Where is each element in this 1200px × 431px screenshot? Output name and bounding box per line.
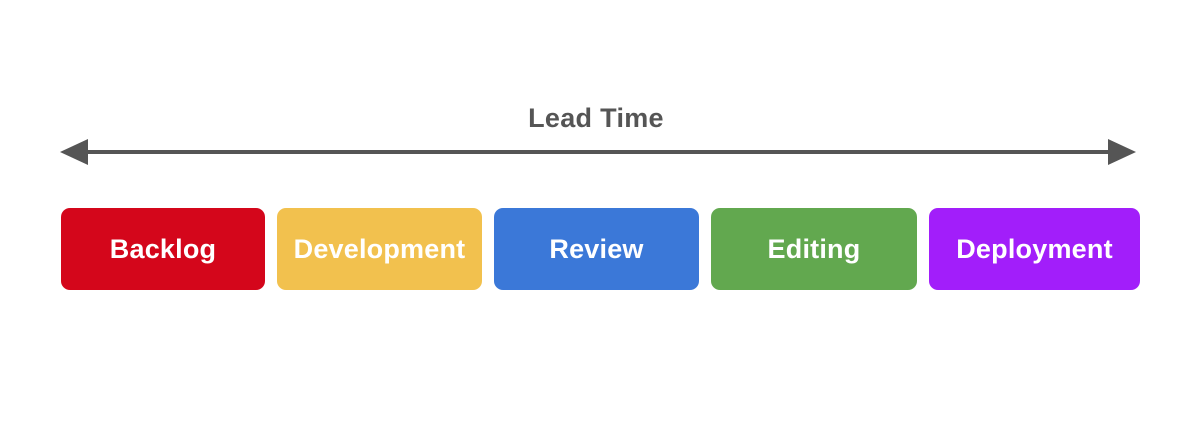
stage-label-backlog: Backlog	[109, 233, 217, 264]
page-title: Lead Time	[528, 103, 664, 133]
stage-box-editing[interactable]: Editing	[711, 208, 917, 290]
double-headed-arrow-icon	[60, 139, 1136, 165]
stage-box-backlog[interactable]: Backlog	[61, 208, 265, 290]
stage-label-deployment: Deployment	[956, 233, 1113, 264]
stage-box-development[interactable]: Development	[277, 208, 482, 290]
stage-label-editing: Editing	[767, 233, 861, 264]
stage-row: Backlog Development Review Editing Deplo…	[61, 208, 1140, 290]
stage-label-development: Development	[293, 233, 466, 264]
stage-label-review: Review	[549, 233, 644, 264]
stage-box-deployment[interactable]: Deployment	[929, 208, 1140, 290]
stage-box-review[interactable]: Review	[494, 208, 699, 290]
